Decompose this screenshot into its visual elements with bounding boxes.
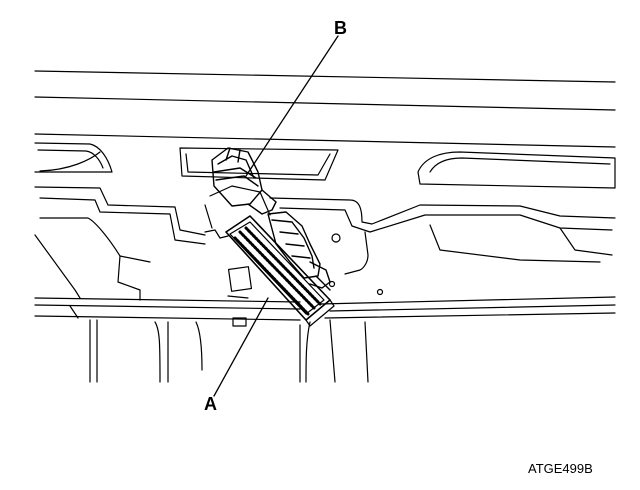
- lower-posts: [89, 319, 369, 383]
- trim-contour: [34, 186, 616, 301]
- lower-rails: [34, 296, 616, 321]
- figure-code: ATGE499B: [528, 461, 593, 476]
- leader-line-b: [245, 35, 339, 177]
- center-recess: [179, 147, 339, 181]
- lens-a: [225, 215, 335, 327]
- left-recess: [34, 142, 113, 173]
- right-recess: [417, 151, 616, 189]
- callout-label-a: A: [204, 394, 217, 414]
- body-panel-lines: [34, 70, 616, 172]
- latch-body: [204, 185, 384, 327]
- connector-b: [211, 147, 277, 215]
- callout-label-b: B: [334, 18, 347, 38]
- leader-line-a: [213, 297, 269, 397]
- leader-lines: [213, 35, 339, 397]
